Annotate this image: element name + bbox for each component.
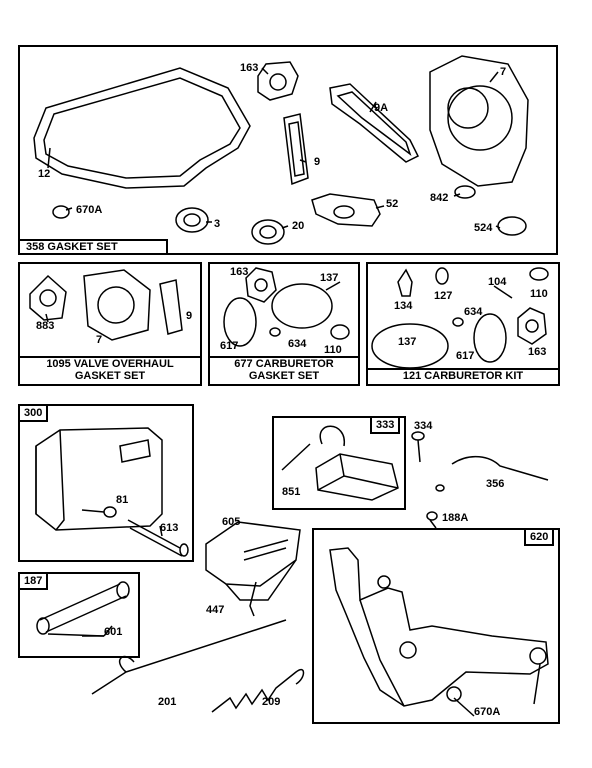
label-3: 3 [214,218,221,230]
ignition-box [272,416,406,510]
guard-tag: 187 [18,572,49,590]
gasket-163-mid [246,268,276,302]
label-137b: 137 [398,336,417,348]
muffler-box [18,404,194,562]
spring-209 [212,670,304,712]
label-7: 7 [500,66,507,78]
valve-overhaul-box: 1095 VALVE OVERHAUL GASKET SET [18,262,202,386]
label-524: 524 [474,222,493,234]
o-ring-617b [474,314,506,362]
gasket-842 [455,186,475,198]
label-617a: 617 [220,340,239,352]
guard-tube [40,584,120,620]
gasket-9-top [284,114,308,184]
screw-188a [427,512,437,520]
label-52: 52 [386,198,399,210]
valve-overhaul-title-2: GASKET SET [74,370,146,382]
label-163-mid: 163 [230,266,249,278]
label-134: 134 [394,300,413,312]
carb-gasket-title-2: GASKET SET [248,370,320,382]
muffler-body [36,428,162,530]
valve-overhaul-title-1: 1095 VALVE OVERHAUL [46,358,174,370]
washer-110a [331,325,349,339]
bracket-447 [250,582,256,616]
bracket-tag: 620 [524,528,555,546]
label-110a: 110 [324,344,342,356]
label-851: 851 [282,486,301,498]
label-163: 163 [240,62,259,74]
label-601: 601 [104,626,123,638]
label-81: 81 [116,494,129,506]
label-9a: 9A [374,102,389,114]
gasket-52 [312,194,380,226]
muffler-tag: 300 [18,404,49,422]
label-334: 334 [414,420,433,432]
label-12: 12 [38,168,51,180]
gasket-524 [498,217,526,235]
carb-gasket-title-1: 677 CARBURETOR [234,358,334,370]
screw-334 [418,440,420,462]
gasket-9a [330,84,418,162]
label-356: 356 [486,478,505,490]
label-7-small: 7 [96,334,103,346]
o-ring-137a [272,284,332,328]
o-ring-617a [224,298,256,346]
label-842: 842 [430,192,449,204]
label-447: 447 [206,604,225,616]
gasket-163-kit [518,308,546,344]
pin-104 [494,286,512,298]
needle-134 [398,270,412,296]
seal-3 [176,208,208,232]
gasket-set-box: 358 GASKET SET [18,45,558,255]
washer-634b [453,318,463,326]
carb-kit-title: 121 CARBURETOR KIT [368,368,558,384]
label-104: 104 [488,276,507,288]
seal-20 [252,220,284,244]
label-188a: 188A [442,512,469,524]
washer-110b [530,268,548,280]
label-163-kit: 163 [528,346,547,358]
label-9-small: 9 [186,310,193,322]
control-bracket [330,548,548,706]
ignition-tag: 333 [370,416,401,434]
carb-gasket-box: 677 CARBURETOR GASKET SET [208,262,360,386]
label-613: 613 [160,522,179,534]
label-9: 9 [314,156,321,168]
label-137a: 137 [320,272,339,284]
label-634a: 634 [288,338,307,350]
gasket-set-title: 358 GASKET SET [20,239,168,253]
washer-634a [270,328,280,336]
guard-box [18,572,140,658]
air-guide-605 [206,522,300,586]
wire-356 [452,457,548,480]
gasket-883 [30,276,66,320]
crankcase-gasket [34,68,250,188]
label-201: 201 [158,696,177,708]
label-127: 127 [434,290,453,302]
label-670a-bottom: 670A [474,706,501,718]
gasket-7-small [84,270,150,340]
gasket-9-small [160,280,182,334]
gasket-163-top [258,62,298,100]
muffler-bolt-613 [128,520,180,548]
label-110b: 110 [530,288,548,300]
label-670a-top: 670A [76,204,103,216]
head-gasket-7 [430,56,528,186]
bracket-box [312,528,560,724]
label-634b: 634 [464,306,483,318]
label-209: 209 [262,696,281,708]
label-883: 883 [36,320,55,332]
label-617b: 617 [456,350,475,362]
label-20: 20 [292,220,305,232]
seal-670a [53,206,69,218]
label-605: 605 [222,516,241,528]
float-127 [436,268,448,284]
carb-kit-box: 121 CARBURETOR KIT [366,262,560,386]
